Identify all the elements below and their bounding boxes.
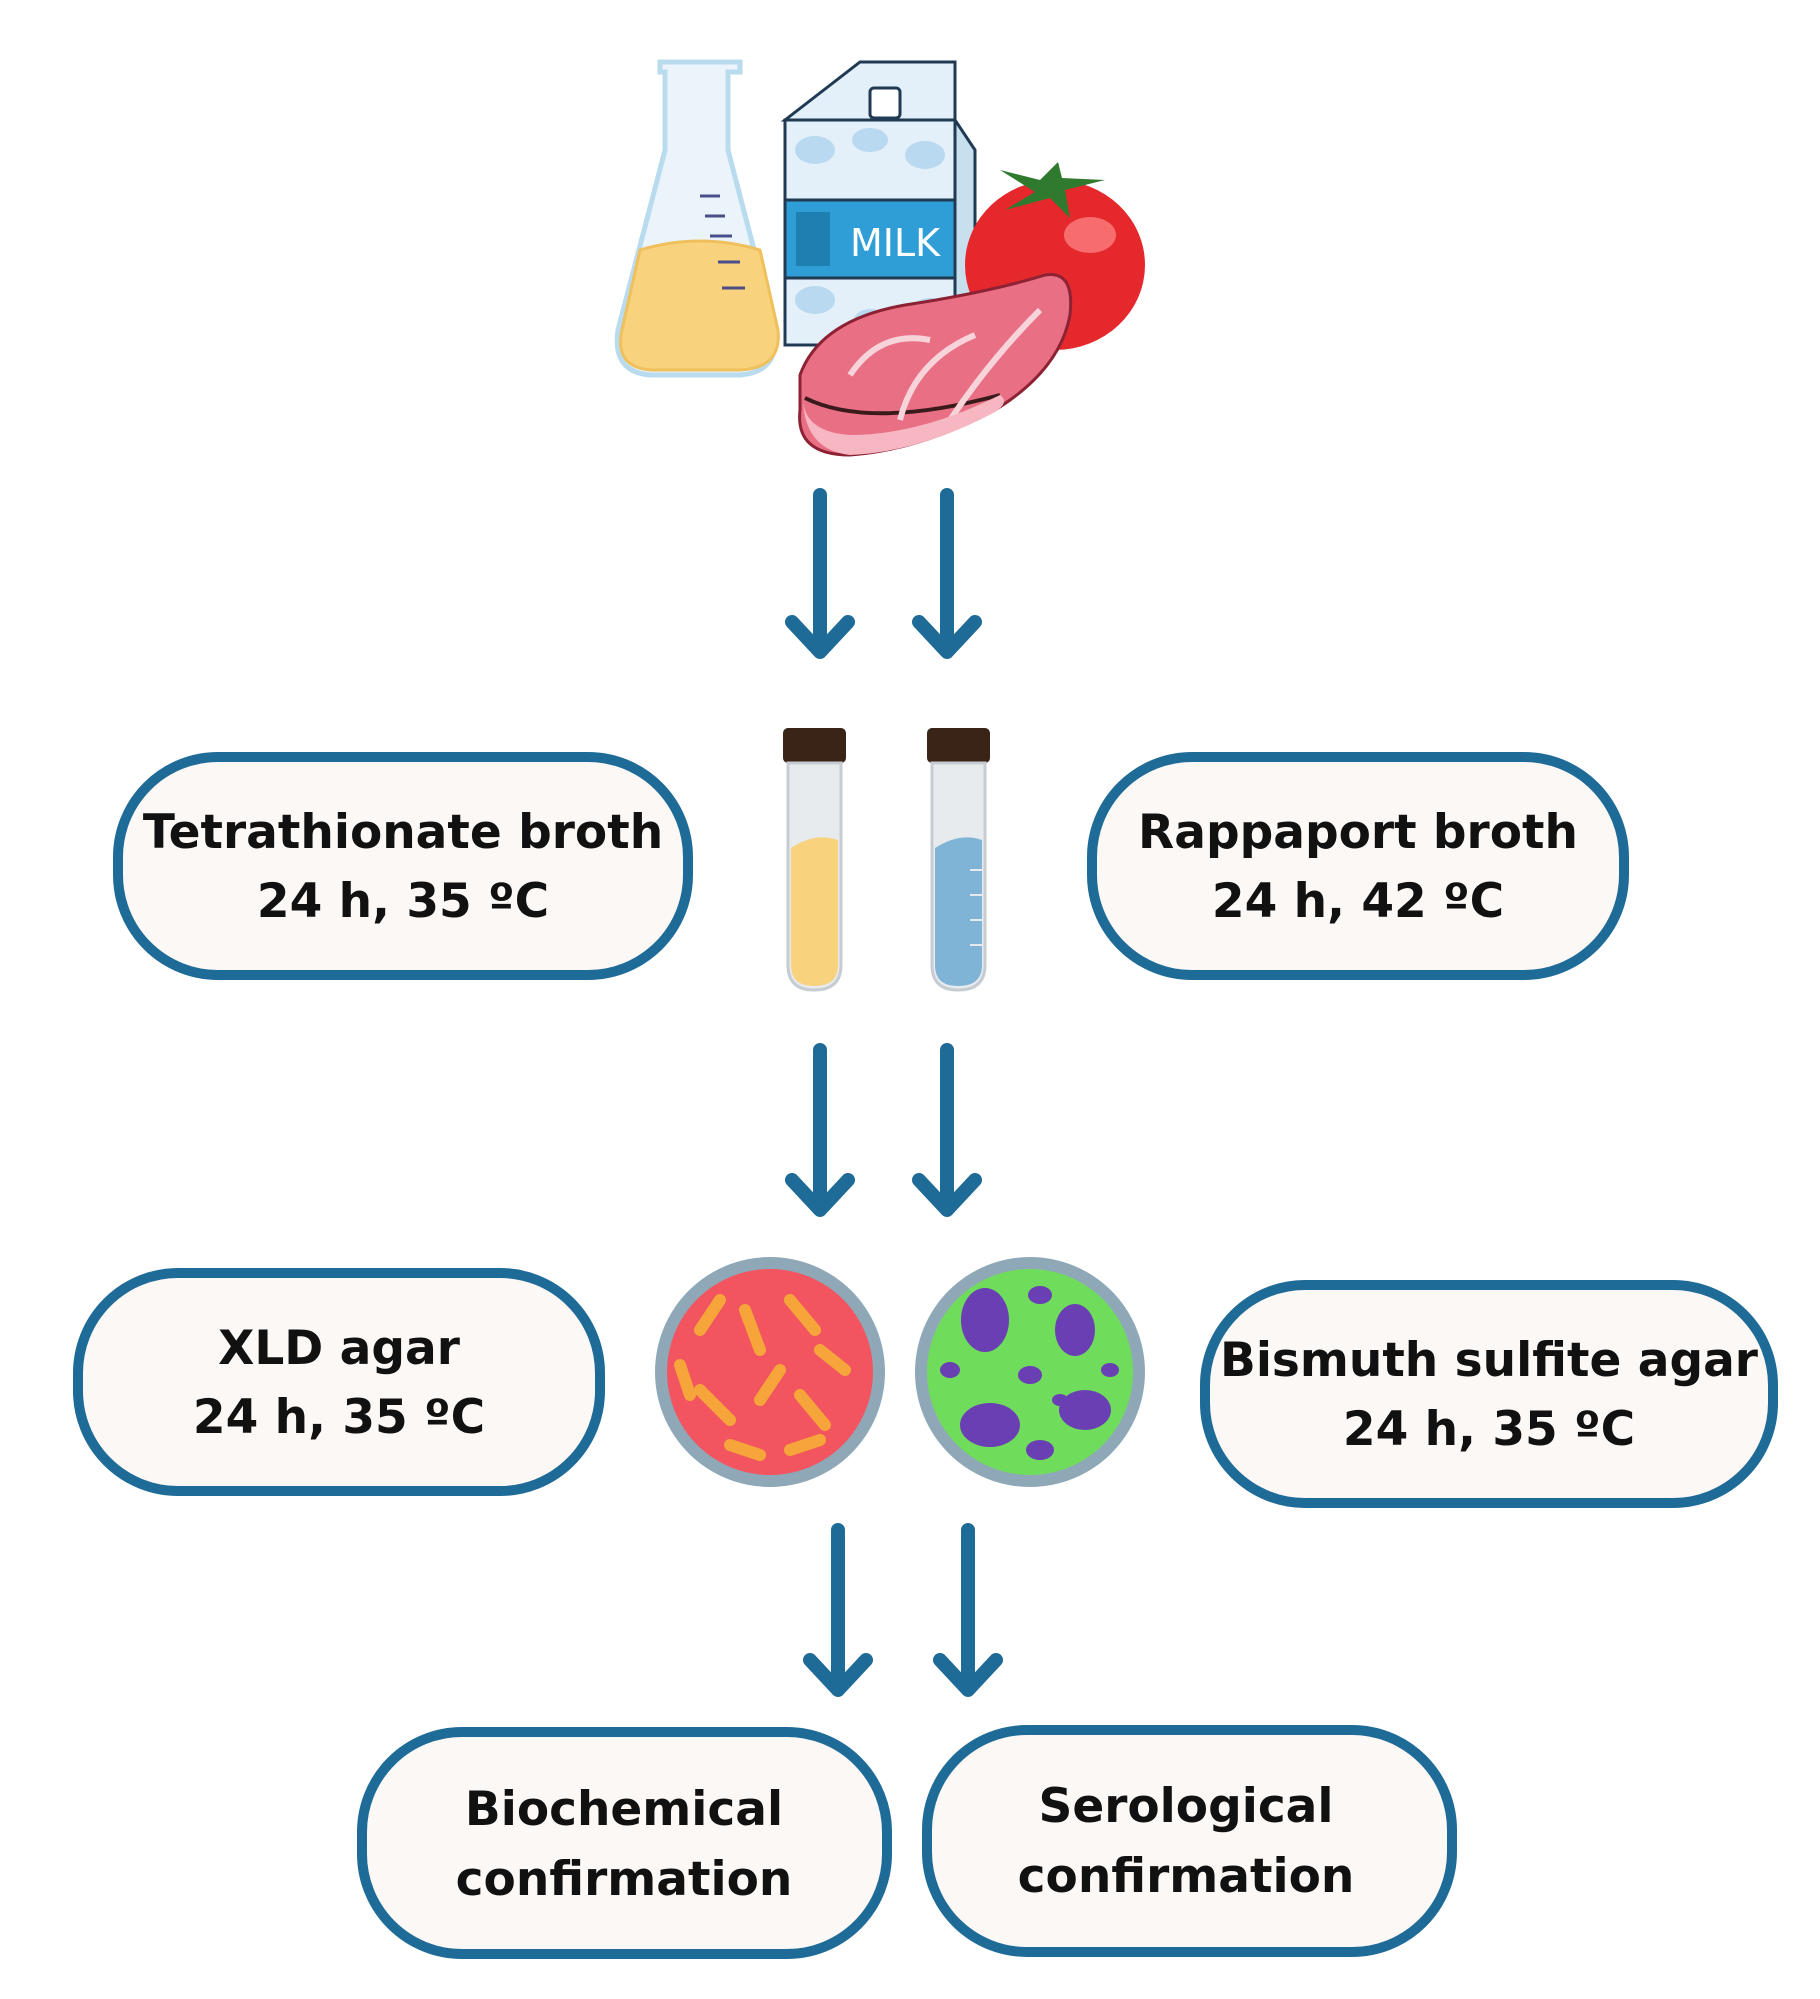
serological-line2: confirmation (1018, 1849, 1355, 1904)
arrows-row-1 (785, 488, 982, 659)
petri-dish-red-icon (655, 1257, 885, 1487)
steak-icon (798, 273, 1073, 457)
xld-title: XLD agar (218, 1321, 461, 1376)
arrows-row-3 (803, 1523, 1003, 1697)
arrow-down-icon (803, 1523, 873, 1697)
arrow-down-icon (785, 1043, 855, 1217)
arrow-down-icon (785, 488, 855, 659)
food-samples-illustration: MILK (614, 59, 1145, 457)
rappaport-broth-box: Rappaport broth 24 h, 42 ºC (1087, 752, 1629, 980)
serological-line1: Serological (1038, 1779, 1333, 1834)
bismuth-condition: 24 h, 35 ºC (1343, 1402, 1635, 1457)
arrow-down-icon (912, 488, 982, 659)
test-tube-yellow-icon (783, 728, 846, 992)
tetrathionate-condition: 24 h, 35 ºC (257, 874, 549, 929)
biochemical-line2: confirmation (456, 1852, 793, 1907)
arrow-down-icon (912, 1043, 982, 1217)
erlenmeyer-flask-icon (614, 59, 780, 378)
biochemical-confirmation-box: Biochemical confirmation (357, 1727, 892, 1959)
rappaport-title: Rappaport broth (1138, 805, 1578, 860)
petri-dish-green-icon (915, 1257, 1145, 1487)
tetrathionate-title: Tetrathionate broth (143, 805, 663, 860)
biochemical-line1: Biochemical (465, 1782, 783, 1837)
arrows-row-2 (785, 1043, 982, 1217)
bismuth-title: Bismuth sulfite agar (1220, 1333, 1759, 1388)
arrow-down-icon (933, 1523, 1003, 1697)
xld-condition: 24 h, 35 ºC (193, 1390, 485, 1445)
tetrathionate-broth-box: Tetrathionate broth 24 h, 35 ºC (113, 752, 693, 980)
rappaport-condition: 24 h, 42 ºC (1212, 874, 1504, 929)
bismuth-sulfite-agar-box: Bismuth sulfite agar 24 h, 35 ºC (1200, 1280, 1778, 1508)
milk-label: MILK (850, 221, 941, 265)
serological-confirmation-box: Serological confirmation (922, 1725, 1457, 1957)
test-tube-blue-icon (927, 728, 990, 992)
xld-agar-box: XLD agar 24 h, 35 ºC (73, 1268, 605, 1496)
